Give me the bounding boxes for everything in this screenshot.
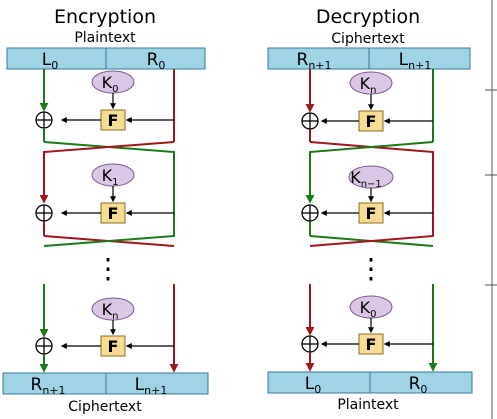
encryption-output-label: Ciphertext [68,399,142,415]
decryption-output-label: Plaintext [337,397,399,413]
encryption-round-n-key-sub: n [112,311,118,322]
decryption-crossover-1 [305,141,434,226]
decryption-round-2-key-sub: n−1 [361,179,382,190]
svg-text:L0: L0 [42,50,58,72]
svg-text:R0: R0 [409,374,428,396]
decryption-input-left-sub: n+1 [308,59,331,72]
encryption-output-block: Rn+1 Ln+1 [2,372,209,397]
encryption-round-n-xor-icon [35,337,53,355]
svg-text:Ln+1: Ln+1 [399,50,432,72]
decryption-round-1-key-label: K [360,74,371,93]
decryption-ellipsis: ⋮ [357,252,385,285]
encryption-round-n-f-label: F [108,337,119,356]
decryption-panel: Decryption Ciphertext Rn+1 Ln+1 Kn F [267,6,473,413]
decryption-round-n-key-label: K [360,298,371,317]
encryption-crossover-1 [39,141,175,226]
encryption-output-left-label: R [31,375,43,395]
decryption-round-n-key-sub: 0 [370,309,376,320]
encryption-output-right-label: L [135,375,145,395]
svg-text:Ln+1: Ln+1 [135,375,168,397]
encryption-ellipsis: ⋮ [94,252,122,285]
svg-text:R0: R0 [147,50,166,72]
svg-text:Kn: Kn [360,74,377,96]
svg-text:K0: K0 [102,73,119,95]
encryption-round-1-f-label: F [108,111,119,130]
svg-text:L0: L0 [305,374,321,396]
decryption-output-right-cell [369,371,473,394]
encryption-output-right-sub: n+1 [144,384,167,397]
encryption-round-n-key-label: K [102,300,113,319]
encryption-round-2-f-label: F [108,204,119,223]
encryption-input-left-sub: 0 [51,59,58,72]
decryption-round-2-key-label: K [350,168,361,187]
svg-text:Rn+1: Rn+1 [297,50,332,72]
decryption-round-2-xor-icon [301,204,319,222]
encryption-input-right-sub: 0 [158,59,165,72]
svg-text:Kn−1: Kn−1 [350,168,382,190]
decryption-output-left-label: L [305,374,315,394]
encryption-title: Encryption [54,6,156,28]
decryption-output-left-sub: 0 [314,383,321,396]
encryption-input-left-label: L [42,50,52,70]
encryption-round-2-key-label: K [102,166,113,185]
encryption-input-label: Plaintext [74,30,136,46]
decryption-output-block: L0 R0 [267,371,473,396]
encryption-round-n: Kn F [35,284,179,373]
encryption-crossover-2 [43,226,175,247]
encryption-round-2: K1 F [35,163,174,236]
decryption-round-n-f-label: F [366,335,377,354]
decryption-round-1-key-sub: n [370,85,376,96]
encryption-round-1: K0 F [35,69,175,142]
decryption-output-right-sub: 0 [420,383,427,396]
decryption-round-2: Kn−1 F [301,165,433,236]
decryption-output-right-label: R [409,374,421,394]
encryption-input-right-cell [105,47,206,70]
decryption-round-1-xor-icon [301,112,319,130]
decryption-input-block: Rn+1 Ln+1 [267,47,471,72]
encryption-round-1-key-label: K [102,73,113,92]
encryption-round-2-key-sub: 1 [112,177,118,188]
svg-text:Rn+1: Rn+1 [31,375,66,397]
decryption-input-left-label: R [297,50,309,70]
decryption-round-n: K0 F [301,284,438,372]
decryption-input-label: Ciphertext [331,31,405,47]
right-edge-decoration [485,0,497,419]
svg-text:K0: K0 [360,298,377,320]
svg-text:Kn: Kn [102,300,119,322]
decryption-input-right-label: L [399,50,409,70]
decryption-round-1: Kn F [301,69,434,142]
svg-text:K1: K1 [102,166,119,188]
decryption-title: Decryption [316,6,420,28]
encryption-panel: Encryption Plaintext L0 R0 K0 F [2,6,209,415]
decryption-input-right-sub: n+1 [408,59,431,72]
encryption-round-1-key-sub: 0 [112,84,118,95]
encryption-input-block: L0 R0 [6,47,206,72]
decryption-round-1-f-label: F [366,112,377,131]
encryption-output-left-sub: n+1 [42,384,65,397]
encryption-output-right-cell [105,372,209,395]
encryption-round-2-xor-icon [35,204,53,222]
decryption-round-n-xor-icon [301,335,319,353]
decryption-input-right-cell [368,47,471,70]
encryption-input-right-label: R [147,50,159,70]
decryption-crossover-2 [309,226,434,247]
decryption-round-2-f-label: F [366,204,377,223]
encryption-round-1-xor-icon [35,111,53,129]
